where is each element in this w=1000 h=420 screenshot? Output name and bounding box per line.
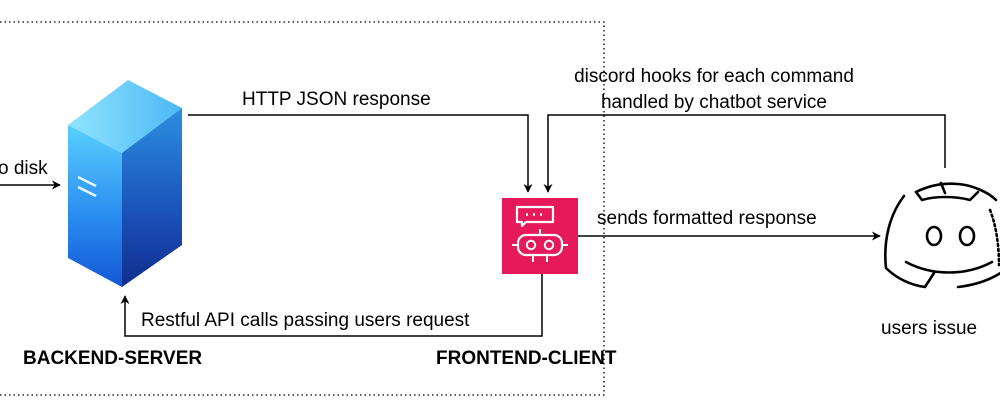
to-disk-label: o disk — [0, 158, 48, 179]
restful-api-arrow — [120, 274, 543, 337]
frontend-boundary — [0, 21, 605, 396]
chatbot-robot-icon — [502, 198, 578, 274]
discord-logo-icon — [884, 181, 1000, 289]
discord-hooks-label-line2: handled by chatbot service — [601, 92, 827, 113]
users-issue-label: users issue — [881, 318, 977, 339]
server-icon — [68, 80, 182, 287]
http-json-label: HTTP JSON response — [242, 89, 431, 110]
discord-hooks-arrow — [543, 114, 946, 193]
restful-api-label: Restful API calls passing users request — [141, 310, 470, 331]
backend-server-label: BACKEND-SERVER — [23, 348, 202, 369]
discord-hooks-label-line1: discord hooks for each command — [574, 66, 854, 87]
sends-formatted-label: sends formatted response — [597, 208, 817, 229]
frontend-client-label: FRONTEND-CLIENT — [436, 348, 617, 369]
http-json-arrow — [188, 114, 533, 193]
